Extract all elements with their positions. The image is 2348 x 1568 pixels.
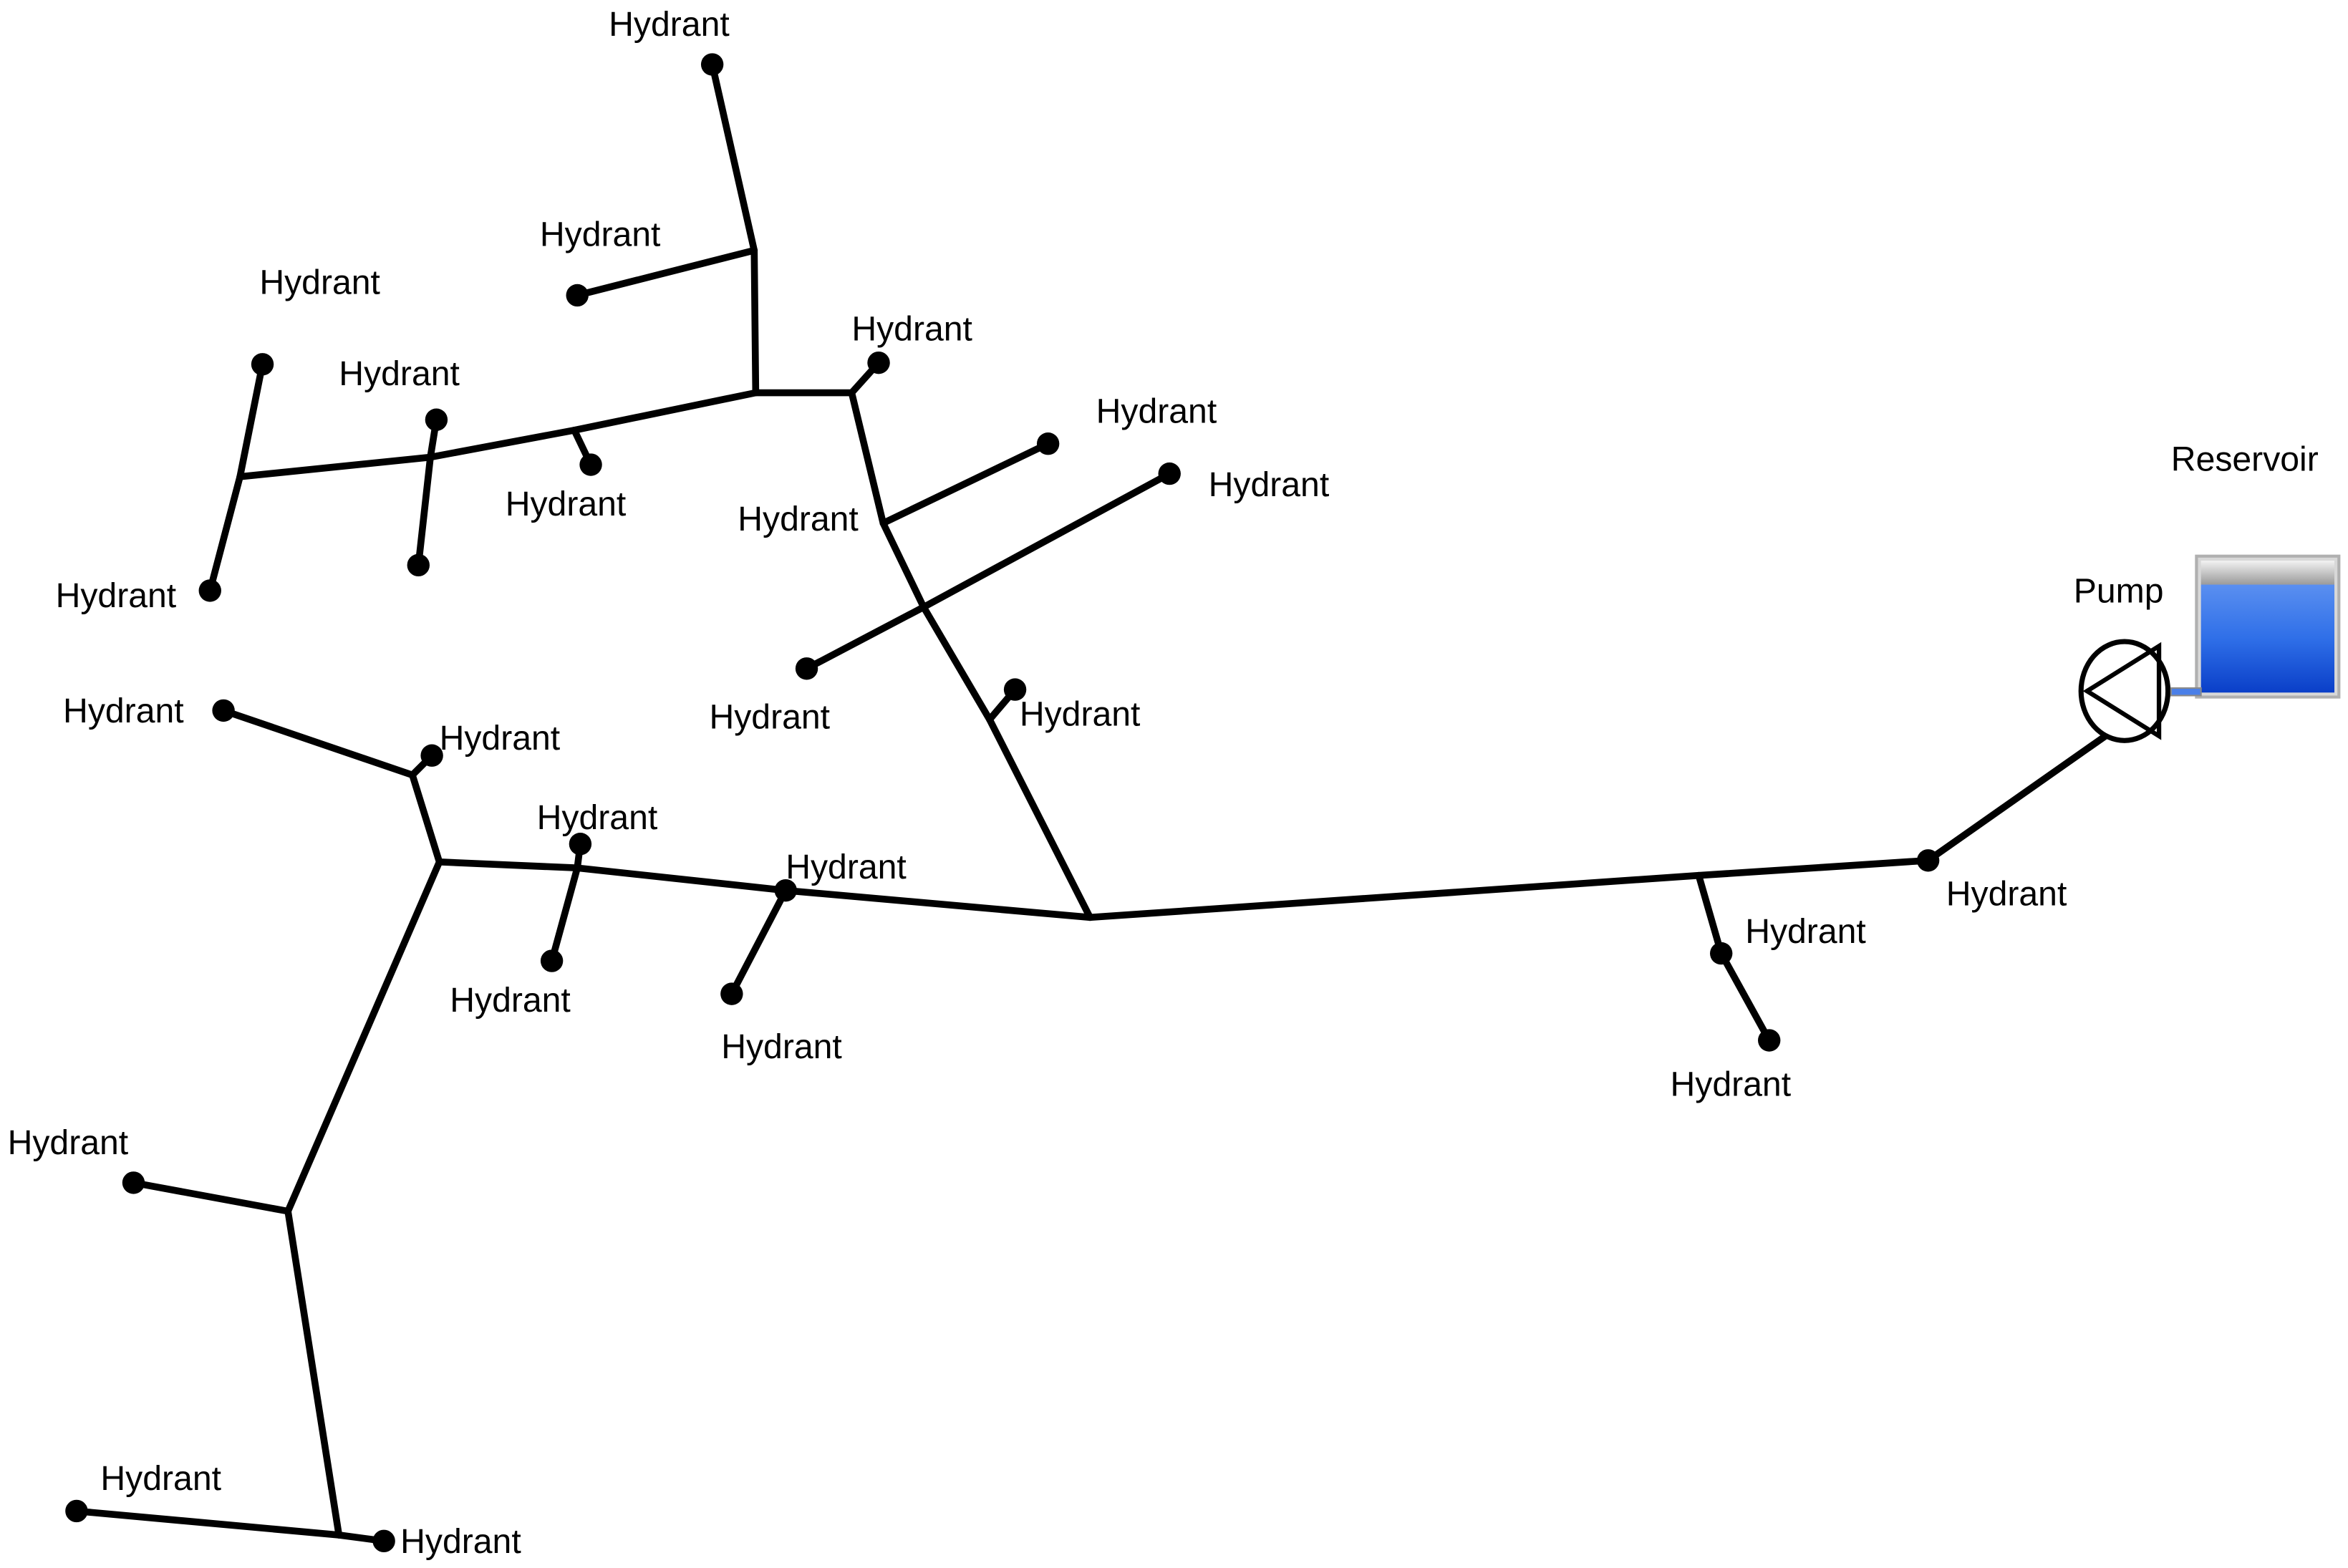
- hydrant-node[interactable]: [720, 982, 743, 1005]
- hydrant-nodes: [65, 53, 1940, 1553]
- reservoir-water: [2200, 584, 2335, 693]
- hydrant-node[interactable]: [1003, 678, 1027, 701]
- hydrant-label: Hydrant: [537, 798, 658, 837]
- pipe-segment[interactable]: [728, 886, 790, 997]
- hydrant-label: Hydrant: [440, 719, 561, 758]
- pipe-segment[interactable]: [1086, 871, 1703, 921]
- hydrant-node[interactable]: [1158, 462, 1181, 485]
- pipe-segment[interactable]: [409, 771, 443, 866]
- pipe-segment[interactable]: [236, 453, 434, 480]
- hydrant-label: Hydrant: [100, 1459, 221, 1498]
- hydrant-label: Hydrant: [56, 576, 177, 615]
- hydrant-node[interactable]: [700, 53, 724, 76]
- pipe-segment[interactable]: [750, 246, 760, 397]
- pipe-segment[interactable]: [284, 1207, 343, 1539]
- reservoir[interactable]: [2170, 554, 2341, 699]
- hydrant-node[interactable]: [212, 699, 235, 722]
- hydrant-node[interactable]: [795, 657, 818, 680]
- hydrant-label: Hydrant: [609, 5, 730, 44]
- hydrant-node[interactable]: [372, 1529, 395, 1553]
- hydrant-node[interactable]: [579, 453, 602, 476]
- hydrant-label: Hydrant: [721, 1027, 842, 1066]
- hydrant-label: Hydrant: [259, 263, 380, 301]
- hydrant-label: Hydrant: [540, 215, 661, 253]
- pipe-segment[interactable]: [427, 427, 578, 461]
- hydrant-node[interactable]: [774, 879, 797, 902]
- pipe-segment[interactable]: [803, 604, 927, 672]
- hydrant-labels: HydrantHydrantHydrantHydrantHydrantHydra…: [8, 5, 2067, 1561]
- hydrant-label: Hydrant: [1020, 695, 1141, 733]
- pipe-segment[interactable]: [1695, 856, 1932, 879]
- reservoir-air: [2200, 561, 2335, 585]
- pipe-segment[interactable]: [548, 864, 581, 964]
- hydrant-node[interactable]: [65, 1499, 88, 1523]
- pump-label: Pump: [2074, 572, 2164, 611]
- pipe-segment[interactable]: [574, 246, 758, 299]
- pipe-segment[interactable]: [574, 864, 790, 894]
- hydrant-node[interactable]: [1757, 1029, 1781, 1052]
- hydrant-label: Hydrant: [709, 698, 830, 737]
- hydrant-label: Hydrant: [400, 1522, 521, 1561]
- hydrant-node[interactable]: [407, 553, 430, 577]
- reservoir-outlet: [2170, 687, 2202, 697]
- hydrant-label: Hydrant: [1209, 465, 1330, 504]
- hydrant-label: Hydrant: [1671, 1065, 1792, 1103]
- hydrant-label: Hydrant: [63, 692, 184, 730]
- pipe-segment[interactable]: [206, 473, 243, 594]
- hydrant-label: Hydrant: [450, 981, 571, 1020]
- pipe-segment[interactable]: [879, 440, 1052, 527]
- hydrant-label: Hydrant: [1745, 912, 1866, 951]
- hydrant-node[interactable]: [1916, 849, 1940, 872]
- hydrant-label: Hydrant: [8, 1123, 129, 1162]
- reservoir-label: Reservoir: [2171, 440, 2319, 478]
- pipe-segment[interactable]: [73, 1507, 343, 1539]
- pipe-segment[interactable]: [920, 470, 1174, 611]
- pump-triangle: [2082, 642, 2162, 740]
- hydrant-node[interactable]: [420, 744, 443, 767]
- pipe-segment[interactable]: [879, 519, 927, 611]
- hydrant-node[interactable]: [1709, 942, 1733, 965]
- pump-icon: [2078, 639, 2171, 743]
- hydrant-node[interactable]: [569, 833, 592, 856]
- pipe-segment[interactable]: [782, 886, 1094, 921]
- hydrant-node[interactable]: [198, 579, 221, 602]
- hydrant-label: Hydrant: [339, 354, 460, 393]
- pipe-segment[interactable]: [986, 716, 1094, 921]
- hydrant-label: Hydrant: [1946, 875, 2067, 914]
- pipe-segment[interactable]: [220, 707, 416, 779]
- pipe-network: [73, 61, 2173, 1545]
- pipe-segment[interactable]: [130, 1179, 291, 1215]
- hydrant-label: Hydrant: [506, 485, 627, 523]
- hydrant-node[interactable]: [566, 284, 589, 307]
- hydrant-node[interactable]: [1036, 432, 1060, 455]
- pipe-segment[interactable]: [920, 604, 993, 723]
- pipe-segment[interactable]: [284, 858, 443, 1215]
- hydrant-node[interactable]: [251, 353, 274, 376]
- pipe-segment[interactable]: [571, 389, 760, 434]
- pipe-segment[interactable]: [1717, 949, 1773, 1044]
- hydrant-node[interactable]: [425, 408, 448, 431]
- pump[interactable]: [2078, 639, 2171, 743]
- hydrant-label: Hydrant: [1096, 392, 1217, 430]
- hydrant-label: Hydrant: [786, 848, 907, 886]
- hydrant-node[interactable]: [122, 1171, 145, 1194]
- pipe-segment[interactable]: [1695, 871, 1725, 957]
- hydrant-node[interactable]: [867, 351, 890, 374]
- hydrant-node[interactable]: [540, 949, 564, 972]
- hydrant-label: Hydrant: [738, 500, 859, 538]
- pipe-segment[interactable]: [708, 61, 758, 254]
- pipe-segment[interactable]: [848, 389, 887, 527]
- hydrant-label: Hydrant: [851, 309, 972, 348]
- pipe-segment[interactable]: [435, 858, 581, 872]
- pipe-segment[interactable]: [236, 360, 266, 480]
- pipe-segment[interactable]: [415, 453, 434, 569]
